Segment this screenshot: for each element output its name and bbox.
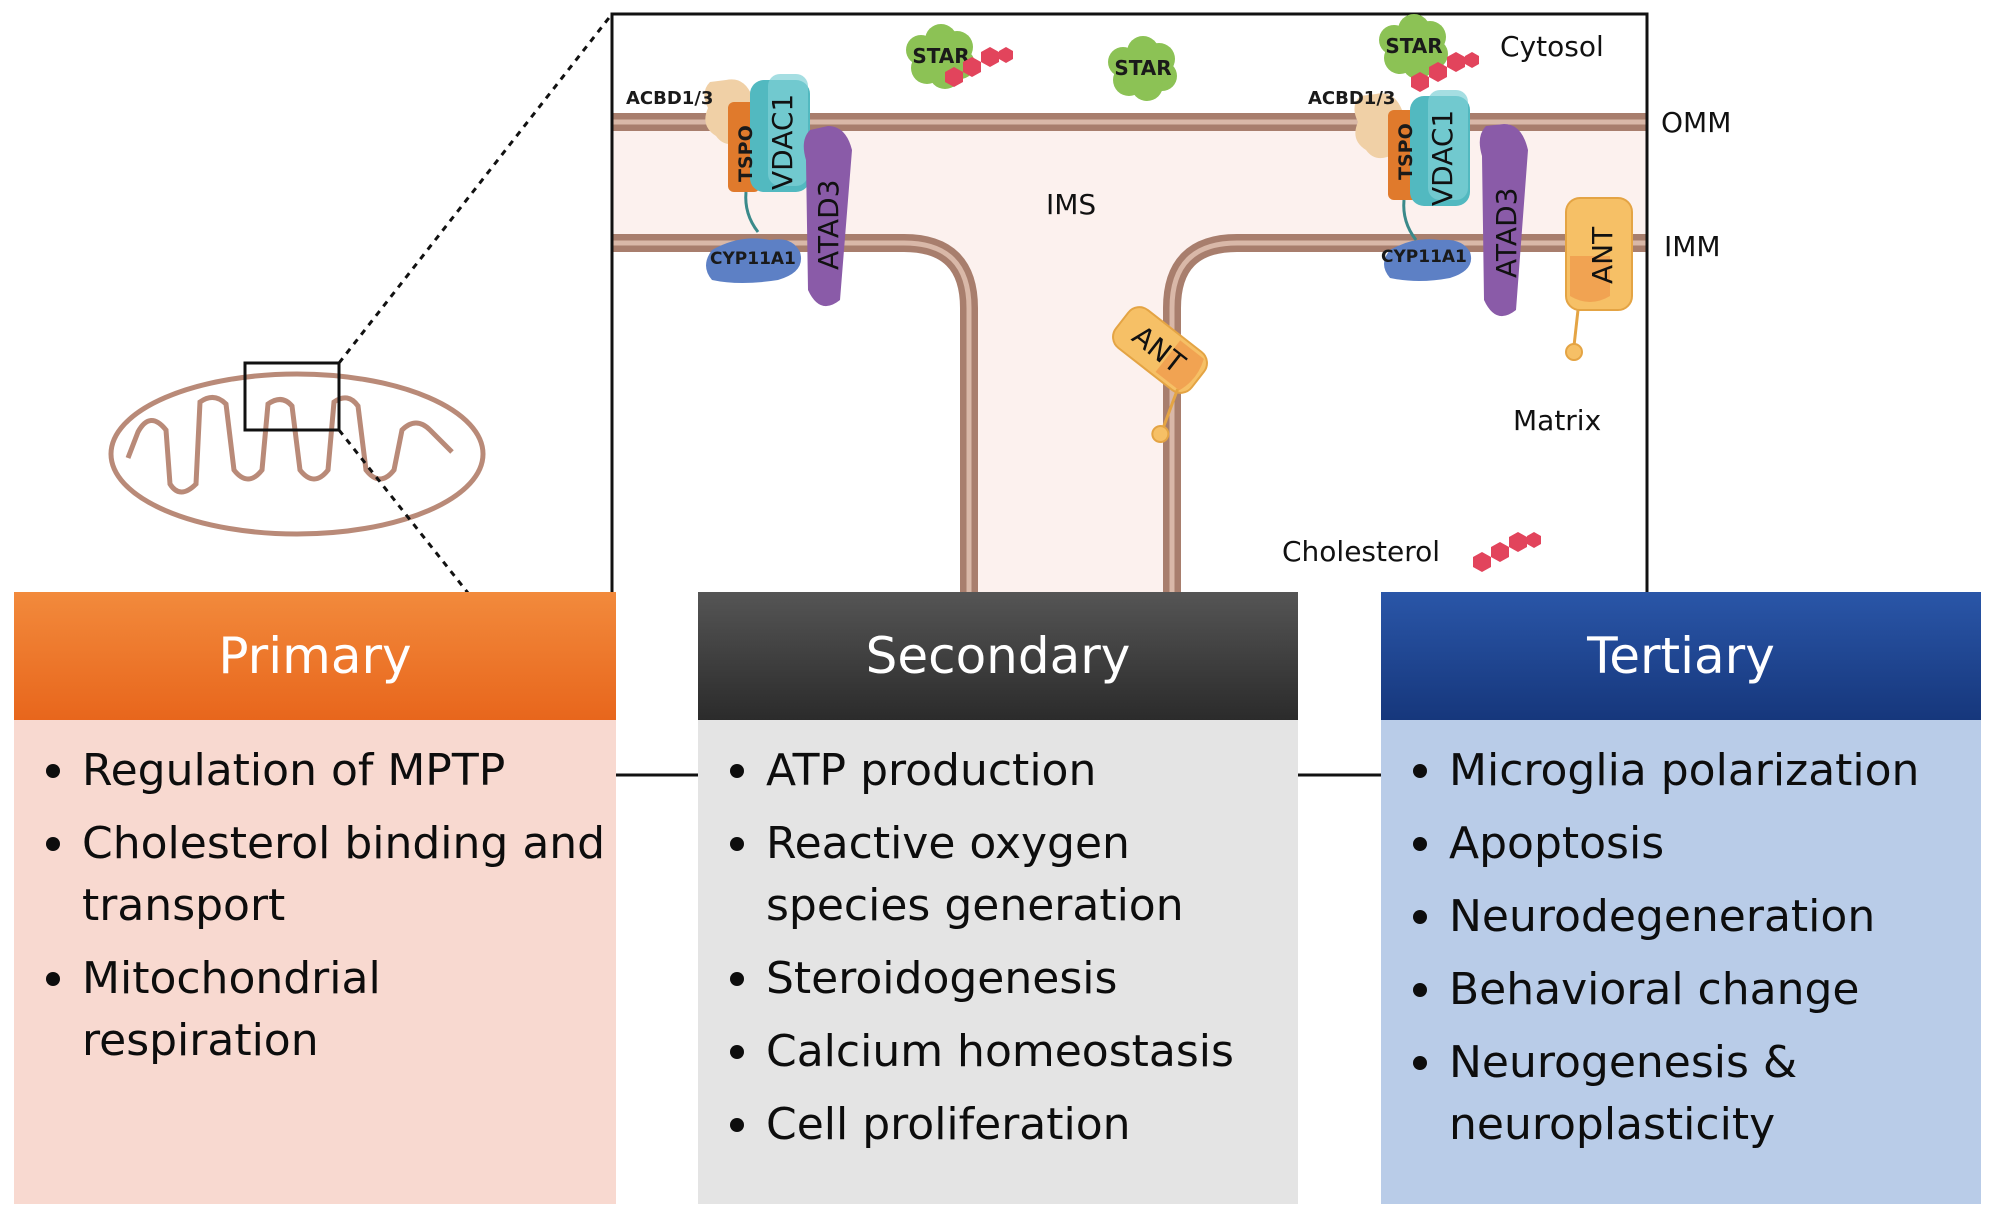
list-item: ATP production <box>728 740 1288 802</box>
tspo-label-right: TSPO <box>1395 123 1417 180</box>
list-item: Neurogenesis & neuroplasticity <box>1411 1032 1971 1156</box>
matrix-label: Matrix <box>1513 404 1601 437</box>
tertiary-list: Microglia polarization Apoptosis Neurode… <box>1411 740 1971 1156</box>
list-item: Cell proliferation <box>728 1094 1288 1156</box>
acbd-label-right: ACBD1/3 <box>1308 88 1395 109</box>
atad3-label-right: ATAD3 <box>1490 188 1523 278</box>
star-label-2: STAR <box>1114 56 1171 80</box>
list-item: Behavioral change <box>1411 959 1971 1021</box>
cyp11a1-label-right: CYP11A1 <box>1381 247 1467 267</box>
primary-title: Primary <box>14 592 616 720</box>
zoom-line-top <box>337 13 614 364</box>
list-item: Regulation of MPTP <box>44 740 606 802</box>
ant-label-right: ANT <box>1586 226 1619 284</box>
transport-complex-left: ACBD1/3 TSPO VDAC1 ATAD3 CYP11A1 <box>626 74 852 307</box>
primary-list-container: Regulation of MPTP Cholesterol binding a… <box>14 720 616 1204</box>
star-protein-2: STAR <box>1108 36 1177 101</box>
tertiary-list-container: Microglia polarization Apoptosis Neurode… <box>1381 720 1981 1204</box>
list-item: Cholesterol binding and transport <box>44 813 606 937</box>
ant-right: ANT <box>1565 197 1633 361</box>
vdac1-label-right: VDAC1 <box>1426 110 1459 206</box>
list-item: Steroidogenesis <box>728 948 1288 1010</box>
vdac1-label-left: VDAC1 <box>766 94 799 190</box>
cholesterol-label: Cholesterol <box>1282 535 1440 568</box>
list-item: Calcium homeostasis <box>728 1021 1288 1083</box>
star-label-1: STAR <box>912 44 969 68</box>
omm-label: OMM <box>1661 106 1731 139</box>
list-item: Reactive oxygen species generation <box>728 813 1288 937</box>
secondary-title: Secondary <box>698 592 1298 720</box>
secondary-list-container: ATP production Reactive oxygen species g… <box>698 720 1298 1204</box>
list-item: Apoptosis <box>1411 813 1971 875</box>
ims-label: IMS <box>1046 188 1096 221</box>
tspo-label-left: TSPO <box>735 125 757 182</box>
transport-complex-right: ACBD1/3 TSPO VDAC1 ATAD3 CYP11A1 <box>1308 88 1528 317</box>
list-item: Microglia polarization <box>1411 740 1971 802</box>
acbd-label-left: ACBD1/3 <box>626 88 713 109</box>
tertiary-title: Tertiary <box>1381 592 1981 720</box>
mitochondrion-outline <box>108 371 486 537</box>
tertiary-panel: Tertiary Microglia polarization Apoptosi… <box>1381 592 1981 1204</box>
primary-list: Regulation of MPTP Cholesterol binding a… <box>44 740 606 1072</box>
secondary-list: ATP production Reactive oxygen species g… <box>728 740 1288 1156</box>
star-protein-1: STAR <box>906 24 975 89</box>
primary-panel: Primary Regulation of MPTP Cholesterol b… <box>14 592 616 1204</box>
cytosol-label: Cytosol <box>1500 30 1604 63</box>
star-protein-3: STAR <box>1379 14 1448 79</box>
zoom-box <box>243 361 341 432</box>
list-item: Mitochondrial respiration <box>44 948 606 1072</box>
cyp11a1-label-left: CYP11A1 <box>710 249 796 269</box>
star-label-3: STAR <box>1385 34 1442 58</box>
imm-label: IMM <box>1664 230 1721 263</box>
atad3-label-left: ATAD3 <box>812 180 845 270</box>
secondary-panel: Secondary ATP production Reactive oxygen… <box>698 592 1298 1204</box>
list-item: Neurodegeneration <box>1411 886 1971 948</box>
